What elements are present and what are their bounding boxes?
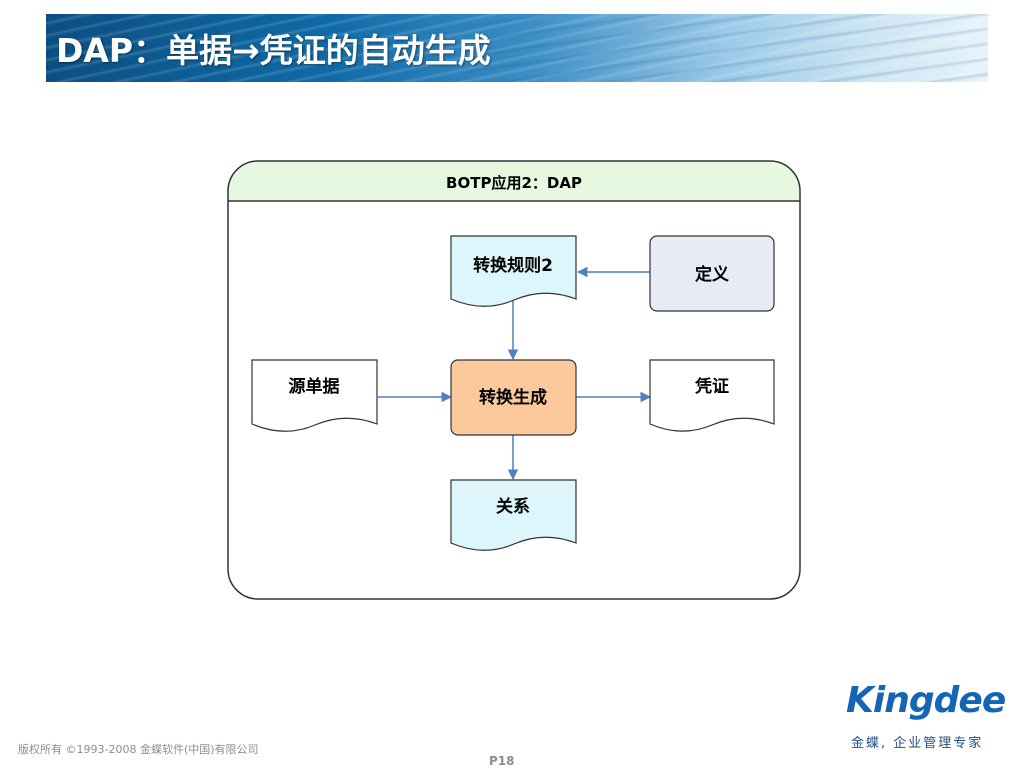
node-conversion-rule-shape — [450, 235, 577, 307]
diagram-frame: BOTP应用2：DAP — [227, 160, 801, 600]
node-voucher-shape — [649, 359, 775, 432]
brand-tagline: 金蝶, 企业管理专家 — [851, 736, 984, 751]
title-banner: DAP：单据→凭证的自动生成 — [46, 14, 988, 82]
frame-header-fill — [228, 161, 800, 201]
copyright-notice: 版权所有 ©1993-2008 金蝶软件(中国)有限公司 — [18, 743, 259, 756]
node-source-document-label: 源单据 — [289, 376, 340, 397]
banner-wave-texture — [46, 14, 988, 82]
node-relation-shape — [450, 479, 577, 551]
node-define: 定义 — [649, 235, 775, 312]
node-relation-label: 关系 — [496, 496, 530, 517]
frame-title: BOTP应用2：DAP — [446, 174, 582, 192]
node-conversion-rule: 转换规则2 — [450, 235, 577, 307]
kingdee-logo: Kingdee — [846, 680, 1006, 721]
node-convert-generate-label: 转换生成 — [479, 387, 547, 408]
node-define-shape — [649, 235, 775, 312]
node-source-document: 源单据 — [251, 359, 378, 432]
slide-title: DAP：单据→凭证的自动生成 — [56, 31, 491, 70]
node-source-document-shape — [251, 359, 378, 432]
node-convert-generate: 转换生成 — [450, 359, 577, 436]
node-voucher-label: 凭证 — [694, 376, 729, 397]
banner-wave-texture-2 — [466, 14, 988, 82]
node-voucher: 凭证 — [649, 359, 775, 432]
node-convert-generate-shape — [450, 359, 577, 436]
diagram-edges — [378, 266, 652, 481]
node-relation: 关系 — [450, 479, 577, 551]
page-number: P18 — [489, 754, 515, 768]
node-define-label: 定义 — [695, 264, 729, 285]
node-conversion-rule-label: 转换规则2 — [473, 255, 553, 276]
frame-border — [227, 160, 801, 600]
